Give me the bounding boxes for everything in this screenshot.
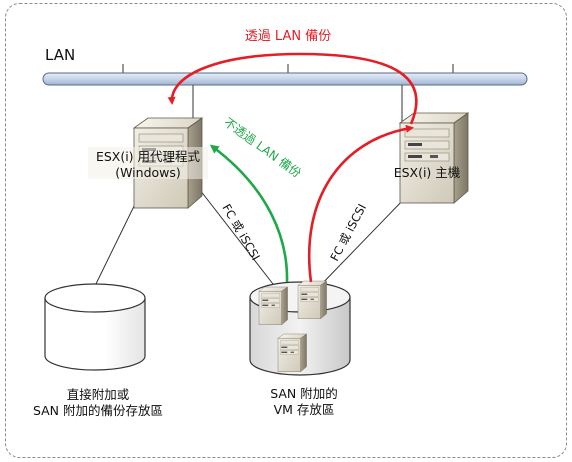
vm-label-line1: SAN 附加的 [270, 386, 338, 401]
green-arrow-no-lan [209, 144, 289, 283]
storage-label-line1: 直接附加或 [67, 387, 130, 402]
database-cylinder-icon [44, 283, 146, 371]
agent-label-bg [88, 147, 208, 179]
host-to-san-line [315, 196, 407, 291]
agent-to-storage-line [92, 197, 139, 291]
host-label: ESX(i) 主機 [394, 165, 461, 180]
red-arrow-via-lan [167, 52, 418, 125]
host-server-icon [399, 112, 469, 204]
storage-label-line2: SAN 附加的備份存放區 [33, 403, 163, 418]
vm-label-line2: VM 存放區 [274, 402, 335, 417]
vm-server-icon-1 [258, 286, 288, 326]
red-arrow-from-san [307, 124, 414, 283]
vm-server-icon-2 [297, 280, 327, 320]
via-lan-label: 透過 LAN 備份 [245, 28, 331, 44]
agent-label-line2: (Windows) [115, 165, 181, 180]
lan-label: LAN [45, 46, 75, 64]
agent-to-san-line [199, 189, 281, 294]
agent-label-line1: ESX(i) 用代理程式 [96, 149, 201, 164]
vm-server-icon-3 [277, 333, 307, 373]
